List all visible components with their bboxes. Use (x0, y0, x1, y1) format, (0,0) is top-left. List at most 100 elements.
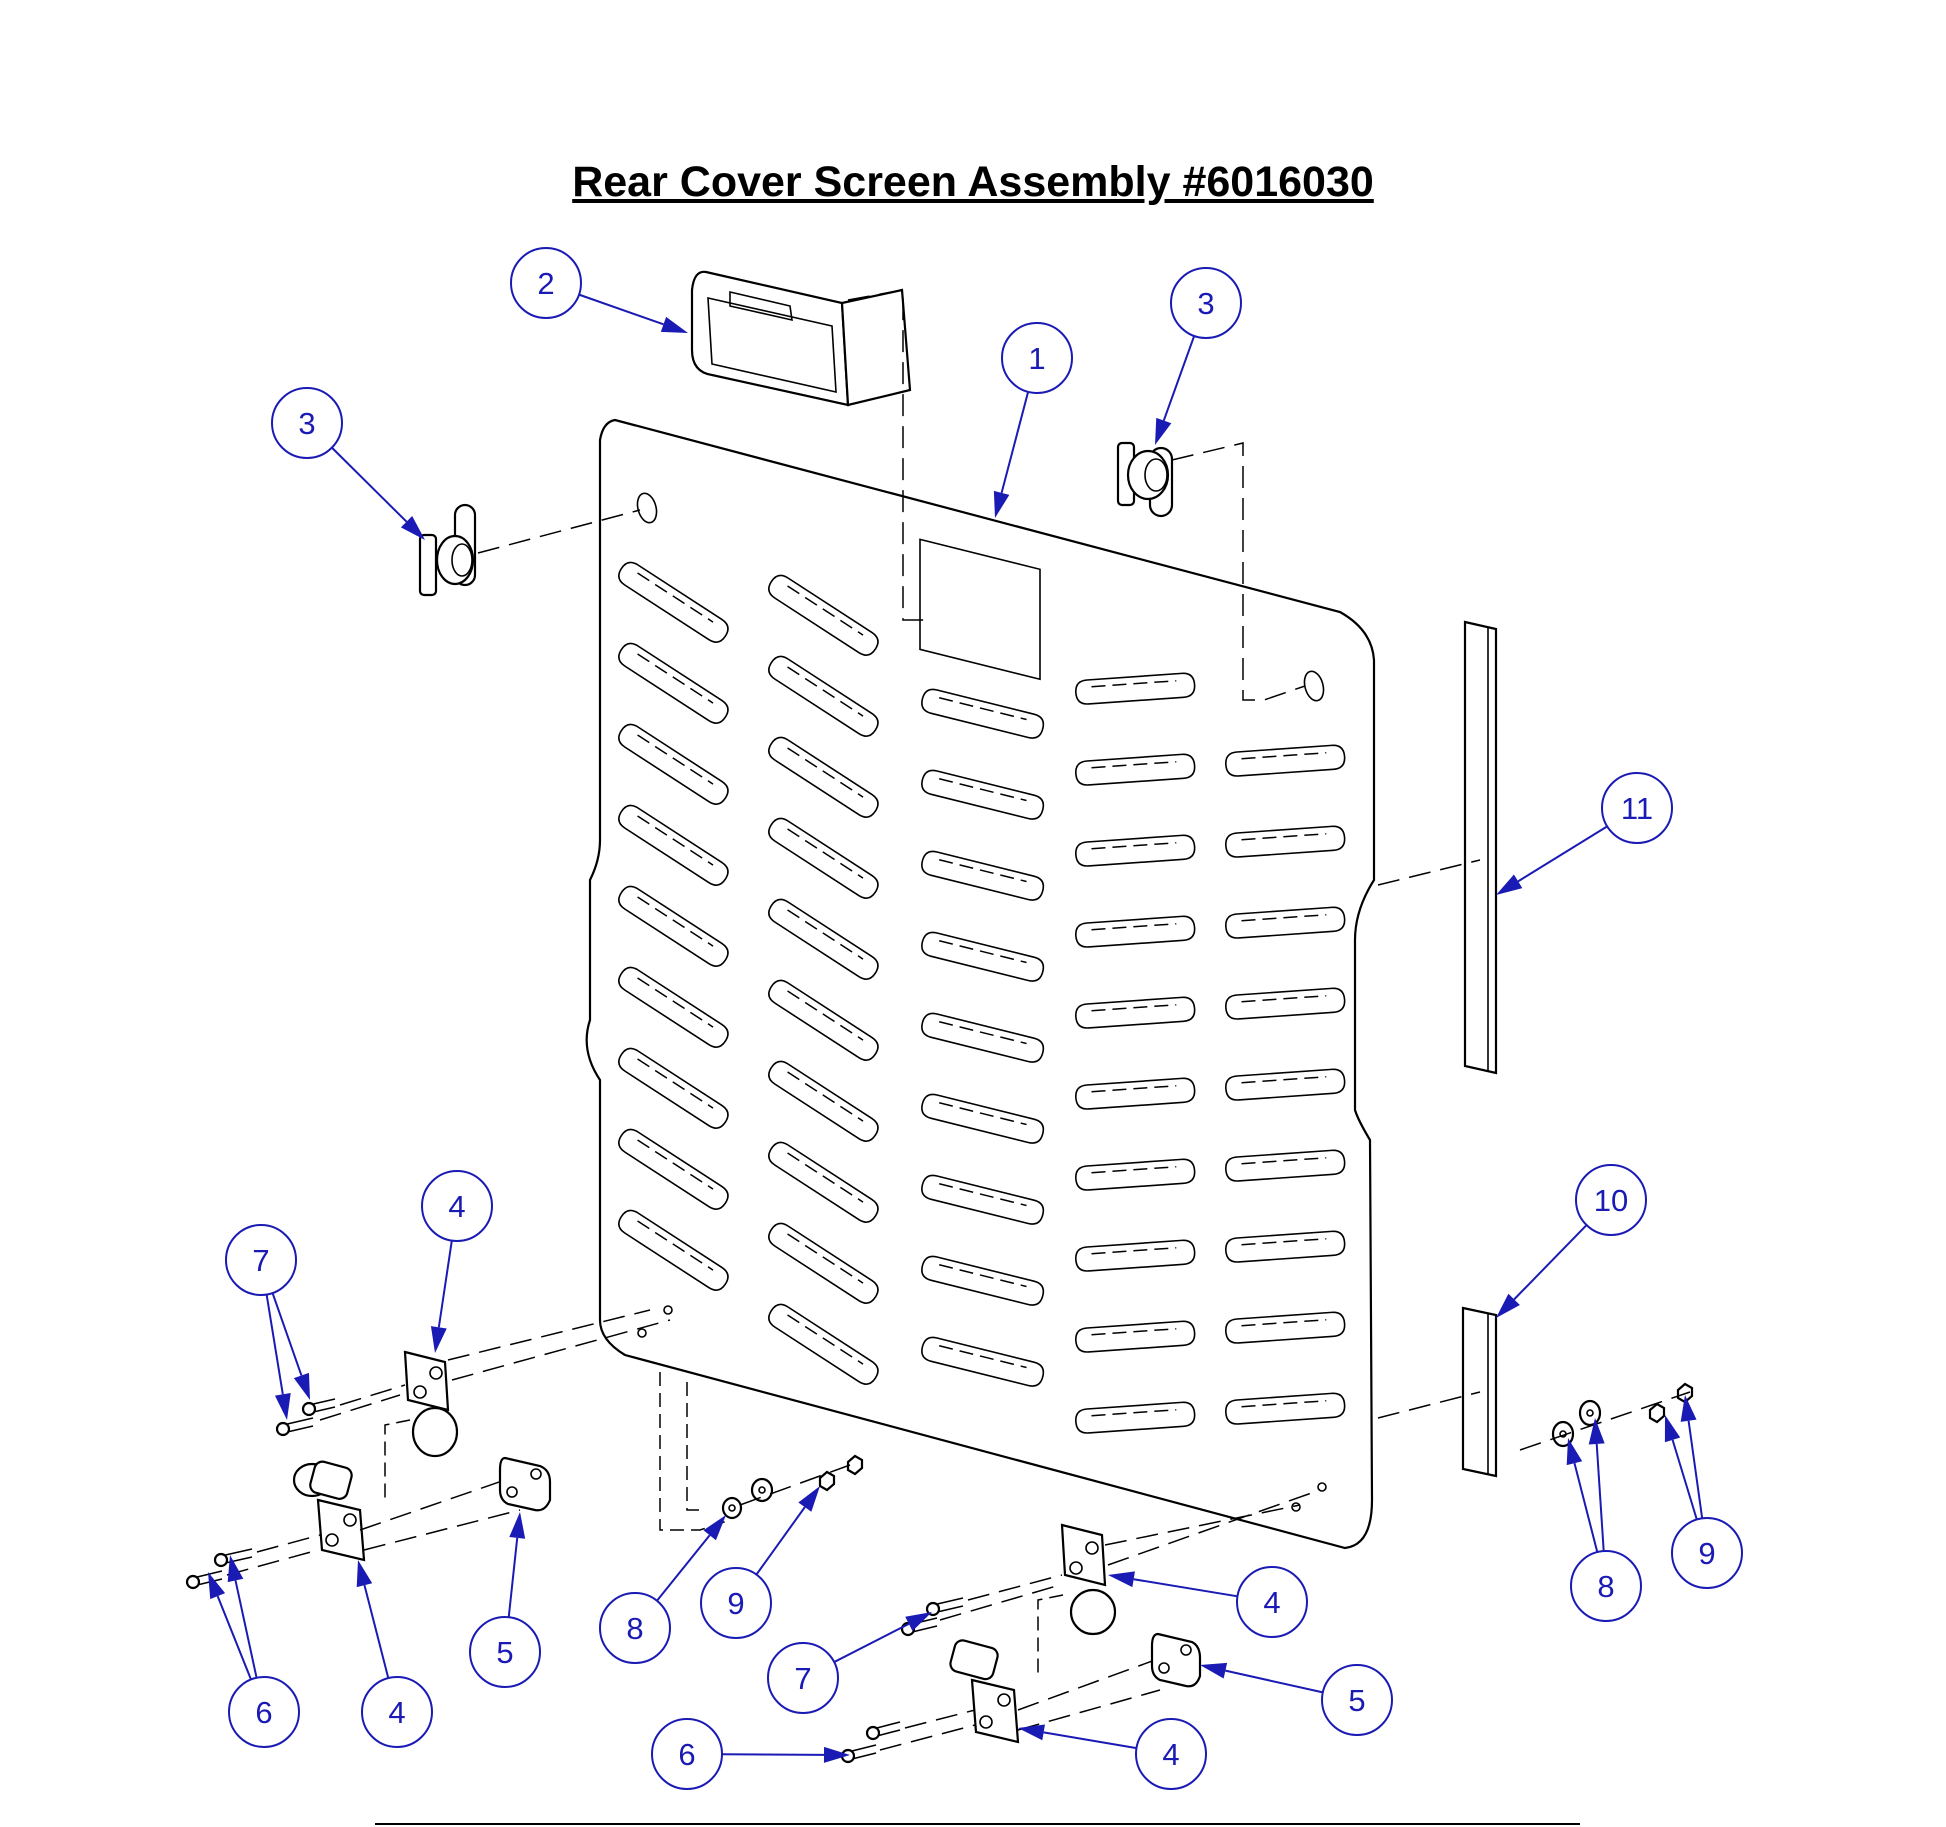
callout-leader-line (331, 446, 408, 523)
callout-leader-line (507, 1537, 519, 1618)
louver-slot-hidden-edge (1091, 1409, 1177, 1417)
callout-arrowhead (1566, 1438, 1583, 1466)
callout-bubble (1236, 1566, 1308, 1638)
louver-slot (618, 1209, 729, 1291)
hinge-left-lower (292, 1460, 521, 1562)
louver-slot (1075, 1077, 1196, 1110)
callout-arrowhead (1018, 1724, 1045, 1741)
louver-slot-hidden-edge (1091, 1004, 1177, 1012)
louver-slot-hidden-edge (939, 1021, 1027, 1045)
callout-arrowhead (823, 1746, 850, 1763)
louver-slot (1075, 996, 1196, 1029)
louver-slot-hidden-edge (637, 653, 714, 704)
louver-slot (921, 1174, 1045, 1225)
louver-slot-hidden-edge (939, 1183, 1027, 1207)
callout-leader-line (363, 1584, 390, 1679)
louver-slot (1075, 753, 1196, 786)
callout-number-c4d: 4 (1162, 1737, 1179, 1772)
callout-bubble (651, 1718, 723, 1790)
parts-table-edge (375, 1823, 1580, 1827)
bolts-left (185, 1384, 406, 1590)
louver-slot (921, 1093, 1045, 1144)
louver-slot-hidden-edge (1091, 842, 1177, 850)
louver-slot (618, 1047, 729, 1129)
louver-slot-hidden-edge (1241, 833, 1327, 841)
louver-slot-hidden-edge (1091, 1328, 1177, 1336)
louver-slot (768, 1060, 879, 1142)
louver-slot-hidden-edge (1091, 1166, 1177, 1174)
louver-slot (618, 1128, 729, 1210)
callout-arrowhead (703, 1515, 726, 1541)
callout-leader-line (1595, 1443, 1605, 1552)
louver-slot-hidden-edge (637, 815, 714, 866)
louver-slot (768, 1141, 879, 1223)
callout-number-c4a: 4 (448, 1189, 465, 1224)
callout-bubble (271, 387, 343, 459)
callout-leader-line (1513, 1224, 1588, 1301)
callout-leader-line (437, 1240, 453, 1328)
callout-number-c2: 2 (537, 266, 554, 301)
callout-arrowhead (1155, 417, 1172, 445)
louver-slot-hidden-edge (1241, 1319, 1327, 1327)
callout-leader-line (234, 1580, 258, 1679)
louver-slot (768, 1303, 879, 1385)
louver-slot (1225, 1311, 1346, 1344)
callout-arrowhead (993, 490, 1010, 518)
callout-bubble (700, 1567, 772, 1639)
louver-slot-hidden-edge (637, 977, 714, 1028)
callout-leader-line (1517, 825, 1608, 883)
callout-arrowhead (227, 1555, 244, 1583)
callout-leader-line (1225, 1669, 1324, 1694)
hinge-right-upper (1037, 1489, 1321, 1678)
callout-number-c5b: 5 (1348, 1683, 1365, 1718)
callout-bubble (1001, 322, 1073, 394)
louver-slot (1225, 1068, 1346, 1101)
callout-number-c10: 10 (1594, 1183, 1628, 1218)
callout-leader-line (833, 1622, 910, 1663)
louver-slot-hidden-edge (787, 990, 864, 1041)
cam-latch-left (418, 503, 641, 597)
callout-leader-line (1162, 335, 1196, 421)
callout-arrowhead (208, 1572, 226, 1600)
callout-leader-line (1133, 1578, 1238, 1598)
louver-slot (768, 1222, 879, 1304)
louver-slot (768, 979, 879, 1061)
louver-slot (1225, 744, 1346, 777)
callout-arrowhead (430, 1326, 447, 1353)
callout-number-c4b: 4 (388, 1695, 405, 1730)
callout-bubble (1170, 267, 1242, 339)
callout-bubble (510, 247, 582, 319)
louver-slot-hidden-edge (1241, 1238, 1327, 1246)
callout-arrowhead (1200, 1662, 1228, 1679)
callout-arrowhead (1496, 874, 1523, 895)
louver-slot (618, 561, 729, 643)
louver-slot-hidden-edge (1091, 1085, 1177, 1093)
callout-arrowhead (1680, 1395, 1697, 1422)
louver-slot-hidden-edge (939, 940, 1027, 964)
louver-slot-hidden-edge (1241, 914, 1327, 922)
louver-slot-hidden-edge (787, 1314, 864, 1365)
louver-slot-hidden-edge (939, 778, 1027, 802)
callout-number-c9a: 9 (727, 1586, 744, 1621)
louver-slot-hidden-edge (637, 1139, 714, 1190)
rear-cover-panel (585, 418, 1376, 1550)
callout-arrowhead (798, 1486, 820, 1512)
callout-bubble (1570, 1550, 1642, 1622)
callout-bubble (1135, 1718, 1207, 1790)
callout-bubble (1321, 1664, 1393, 1736)
callout-leader-line (656, 1534, 711, 1602)
callout-number-c6b: 6 (678, 1737, 695, 1772)
hinge-spacer-left (498, 1456, 552, 1512)
louver-slot-hidden-edge (637, 1058, 714, 1109)
louver-slot (768, 736, 879, 818)
louver-slot (768, 898, 879, 980)
seal-strip-10 (1377, 1306, 1498, 1478)
louver-slot (1225, 825, 1346, 858)
louver-slot (1225, 987, 1346, 1020)
louver-slot-hidden-edge (787, 909, 864, 960)
louver-slot (921, 850, 1045, 901)
louver-slot (1075, 915, 1196, 948)
callout-bubble (421, 1170, 493, 1242)
callout-leader-line (1573, 1462, 1599, 1553)
louver-slot (1075, 1158, 1196, 1191)
